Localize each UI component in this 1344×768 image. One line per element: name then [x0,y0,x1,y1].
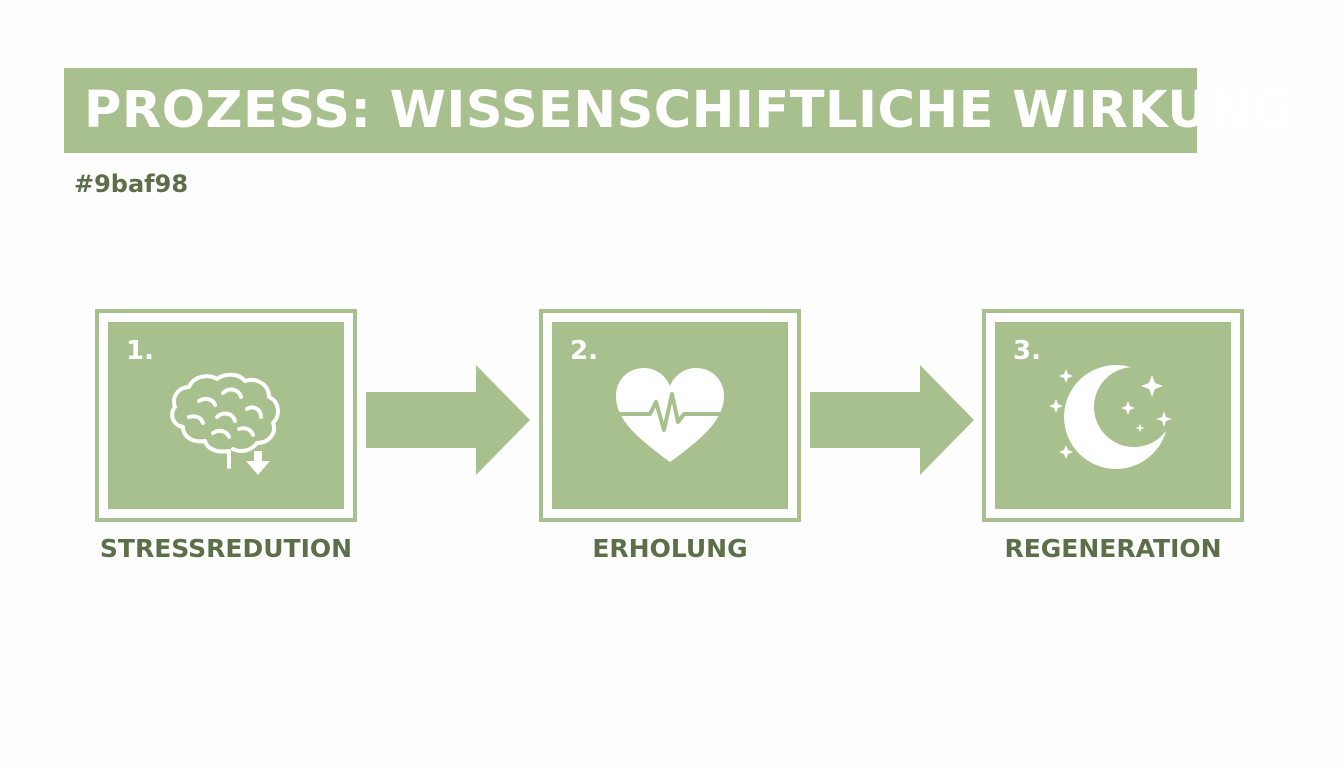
heart-pulse-icon [616,367,724,462]
step-1-panel: 1. [108,322,344,509]
step-2-panel: 2. [552,322,788,509]
step-3-label: REGENERATION [1004,534,1222,563]
step-2-number: 2. [570,336,598,366]
moon-stars-icon [1049,364,1172,469]
step-3-panel: 3. [995,322,1231,509]
step-3-box: 3. [982,309,1244,522]
step-1-box: 1. [95,309,357,522]
flow-arrow-1 [366,365,530,475]
page-title: PROZESS: WISSENSCHIFTLICHE WIRKUNG [84,81,1295,140]
step-1-label: STRESSREDUTION [99,534,353,563]
step-3-number: 3. [1013,336,1041,366]
title-bar: PROZESS: WISSENSCHIFTLICHE WIRKUNG [64,68,1294,153]
flow-arrow-2 [810,365,974,475]
step-2-label: ERHOLUNG [592,534,748,563]
step-2-box: 2. [539,309,801,522]
step-1-number: 1. [126,336,154,366]
color-code-label: #9baf98 [74,170,189,198]
brain-down-arrow-icon [170,372,280,475]
